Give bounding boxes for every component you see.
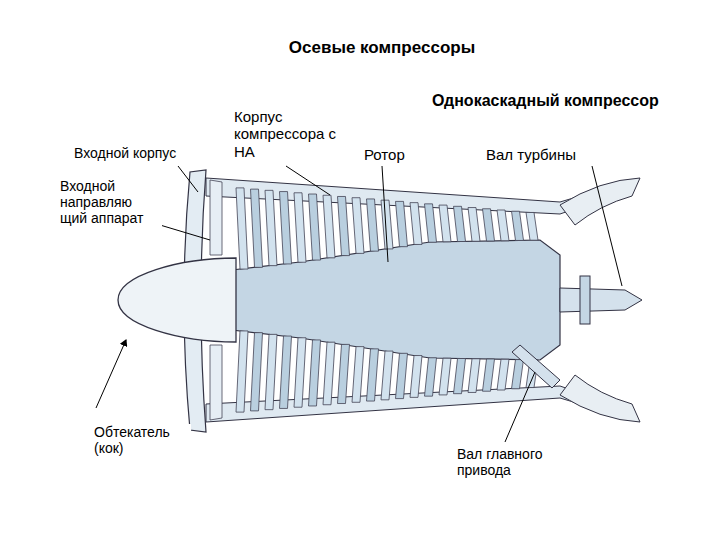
- compressor-blade: [483, 209, 495, 241]
- compressor-blade: [323, 195, 335, 258]
- compressor-blade: [352, 198, 364, 254]
- part-label: Обтекатель (кок): [92, 424, 191, 456]
- part-label: Корпус компрессора с НА: [232, 108, 361, 160]
- guide-vane: [210, 180, 222, 255]
- leader-line: [592, 166, 622, 286]
- compressor-blade: [236, 331, 248, 412]
- compressor-blade: [294, 193, 306, 262]
- part-label: Входной направляю щий аппарат: [58, 178, 162, 226]
- compressor-blade: [410, 203, 422, 245]
- turbine-shaft: [560, 288, 642, 312]
- leader-line: [160, 225, 210, 240]
- subtitle: Однокаскадный компрессор: [430, 92, 661, 110]
- compressor-blade: [294, 338, 306, 407]
- nose-cone: [118, 258, 236, 342]
- compressor-blade: [512, 360, 524, 389]
- compressor-blade: [251, 333, 263, 411]
- compressor-blade: [468, 208, 480, 242]
- compressor-blade: [251, 189, 263, 267]
- leader-line: [382, 166, 388, 262]
- main-drive-shaft: [512, 345, 560, 388]
- diagram-title: Осевые компрессоры: [180, 38, 584, 58]
- guide-vane: [210, 345, 222, 420]
- compressor-blade: [512, 211, 524, 240]
- compressor-blade: [526, 212, 538, 240]
- compressor-blade: [439, 358, 451, 395]
- compressor-blade: [338, 196, 350, 255]
- compressor-blade: [454, 206, 466, 241]
- compressor-blade: [265, 190, 277, 265]
- compressor-blade: [381, 351, 393, 400]
- part-label: Входной корпус: [72, 145, 178, 161]
- leader-line: [505, 372, 535, 442]
- leader-arrow: [96, 340, 126, 408]
- compressor-blade: [454, 359, 466, 394]
- compressor-blade: [352, 347, 364, 403]
- compressor-blade: [425, 204, 437, 242]
- compressor-blade: [338, 344, 350, 403]
- compressor-blade: [367, 349, 379, 401]
- compressor-blade: [280, 192, 292, 264]
- compressor-blade: [323, 342, 335, 405]
- compressor-blade: [309, 194, 321, 260]
- part-label: Ротор: [362, 146, 407, 163]
- compressor-blade: [236, 188, 248, 269]
- compressor-blade: [265, 334, 277, 409]
- shaft-flange: [580, 276, 590, 324]
- compressor-blade: [280, 336, 292, 408]
- rear-casing-bottom: [560, 375, 640, 422]
- compressor-blade: [410, 356, 422, 398]
- compressor-blade: [497, 359, 509, 390]
- compressor-blade: [497, 210, 509, 241]
- part-label: Вал главного привода: [455, 446, 579, 478]
- leader-line: [178, 166, 198, 192]
- rear-casing-top: [560, 178, 640, 225]
- compressor-blade: [425, 358, 437, 396]
- part-label: Вал турбины: [484, 146, 578, 163]
- leader-line: [286, 166, 330, 195]
- compressor-blade: [396, 201, 408, 246]
- rotor-drum: [232, 240, 560, 360]
- compressor-blade: [396, 353, 408, 398]
- compressor-blade: [439, 205, 451, 242]
- compressor-blade: [367, 199, 379, 251]
- compressor-blade: [309, 340, 321, 406]
- compressor-blade: [468, 359, 480, 393]
- compressor-blade: [483, 359, 495, 391]
